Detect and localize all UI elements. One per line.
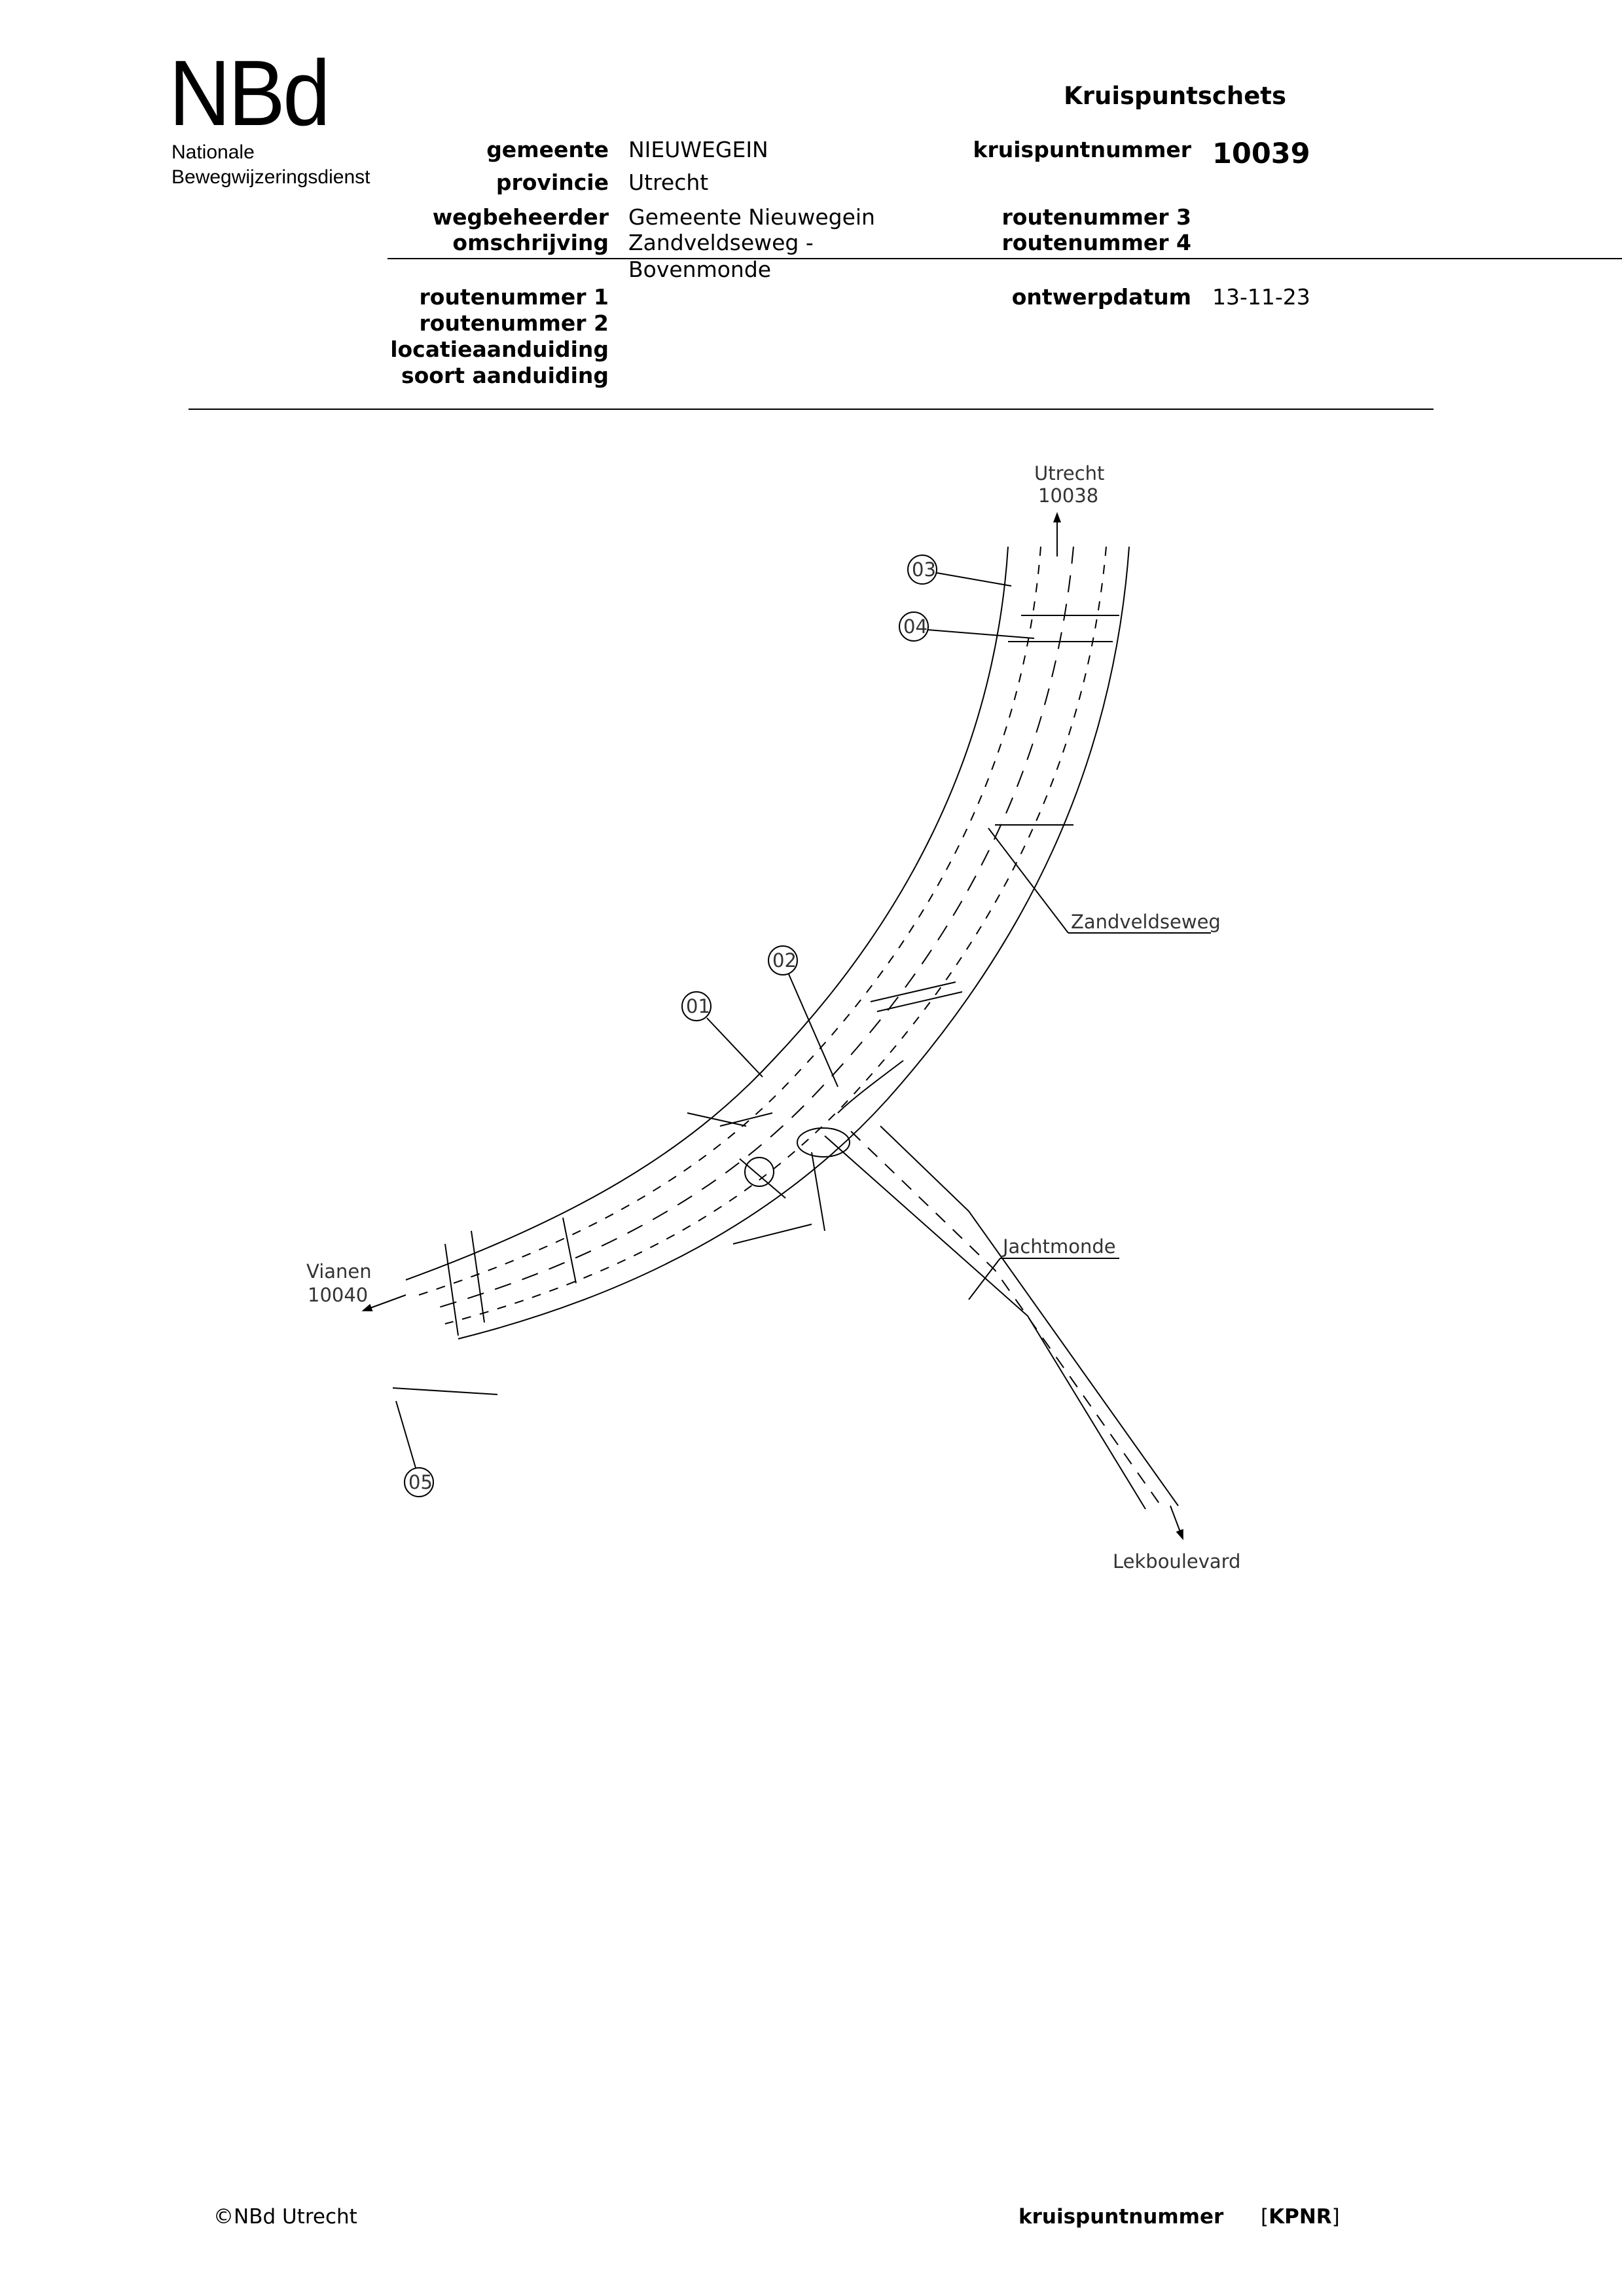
- omschrijving-value-line1: Zandveldseweg -: [628, 230, 814, 255]
- nbd-logo: NBd: [169, 41, 331, 145]
- routenummer2-label: routenummer 2: [419, 310, 609, 336]
- footer-kpnr-field: [KPNR]: [1261, 2207, 1340, 2227]
- west-destination-number: 10040: [308, 1284, 368, 1306]
- ontwerpdatum-value: 13-11-23: [1212, 284, 1310, 310]
- street-label-main: Zandveldseweg: [1071, 911, 1221, 933]
- wegbeheerder-value: Gemeente Nieuwegein: [628, 204, 875, 230]
- intersection-details: [392, 615, 1119, 1395]
- footer-kpnr-value: KPNR: [1269, 2205, 1332, 2229]
- logo-subtitle-line1: Nationale: [171, 141, 255, 163]
- marker-01: 01: [681, 991, 763, 1078]
- omschrijving-value-line2: Bovenmonde: [628, 257, 772, 282]
- provincie-label: provincie: [496, 170, 609, 195]
- routenummer3-label: routenummer 3: [1001, 204, 1191, 230]
- arrow-west: [361, 1294, 406, 1311]
- footer-kpnr-close-bracket: ]: [1331, 2205, 1340, 2229]
- header-divider-lower: [189, 409, 1433, 410]
- soort-aanduiding-label: soort aanduiding: [401, 363, 609, 388]
- footer-copyright: ©NBd Utrecht: [213, 2205, 357, 2229]
- kruispuntnummer-label: kruispuntnummer: [973, 137, 1191, 162]
- side-road: [824, 1125, 1179, 1510]
- routenummer4-label: routenummer 4: [1001, 230, 1191, 255]
- wegbeheerder-label: wegbeheerder: [432, 204, 609, 230]
- logo-subtitle-line2: Bewegwijzeringsdienst: [171, 166, 370, 188]
- provincie-value: Utrecht: [628, 170, 709, 195]
- main-road: [405, 546, 1130, 1339]
- ontwerpdatum-label: ontwerpdatum: [1011, 284, 1191, 310]
- header-divider-upper: [387, 258, 1622, 259]
- svg-text:05: 05: [408, 1471, 433, 1493]
- marker-04: 04: [899, 611, 1035, 642]
- svg-text:02: 02: [772, 949, 797, 972]
- street-label-side: Jachtmonde: [1001, 1235, 1116, 1258]
- marker-02: 02: [768, 945, 838, 1087]
- marker-05: 05: [395, 1400, 434, 1497]
- footer-kpnr-open-bracket: [: [1261, 2205, 1269, 2229]
- footer-kpnr-label: kruispuntnummer: [1018, 2205, 1224, 2229]
- kruispuntnummer-value: 10039: [1212, 137, 1310, 170]
- junction-sketch: Utrecht 10038 Vianen 10040 Lekboulevard …: [306, 462, 1240, 1573]
- svg-text:01: 01: [686, 995, 710, 1017]
- routenummer1-label: routenummer 1: [419, 284, 609, 310]
- gemeente-value: NIEUWEGEIN: [628, 137, 768, 162]
- svg-text:03: 03: [912, 558, 936, 581]
- north-destination-name: Utrecht: [1034, 462, 1104, 484]
- document-title: Kruispuntschets: [1064, 82, 1286, 110]
- locatieaanduiding-label: locatieaanduiding: [390, 337, 609, 362]
- omschrijving-label: omschrijving: [452, 230, 609, 255]
- gemeente-label: gemeente: [486, 137, 609, 162]
- north-destination-number: 10038: [1038, 484, 1098, 507]
- svg-text:04: 04: [903, 615, 928, 638]
- arrow-south: [1170, 1505, 1183, 1540]
- marker-03: 03: [907, 555, 1012, 587]
- south-destination-name: Lekboulevard: [1113, 1550, 1240, 1573]
- west-destination-name: Vianen: [306, 1260, 372, 1283]
